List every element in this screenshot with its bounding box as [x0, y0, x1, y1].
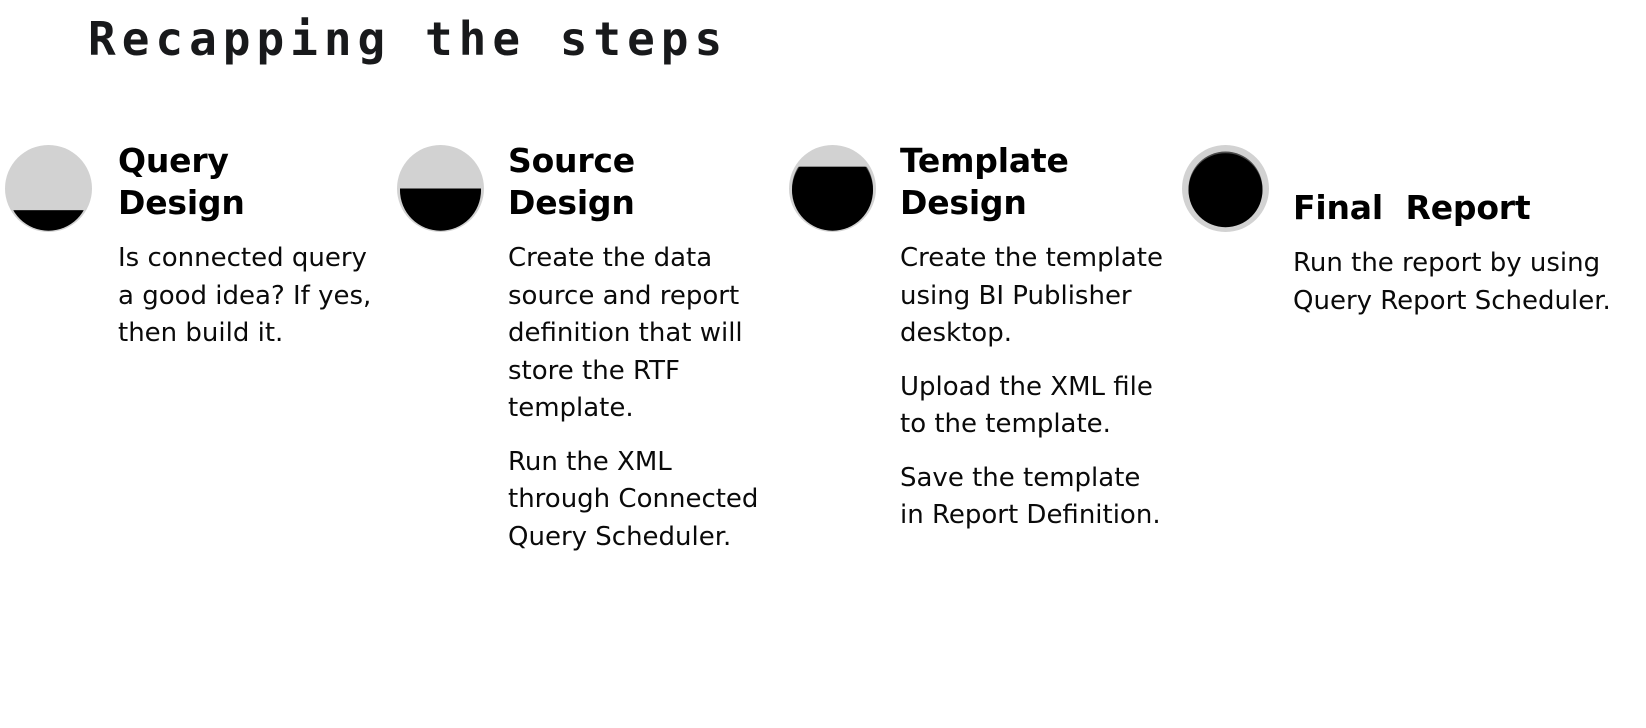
step-heading: Final Report [1293, 188, 1531, 227]
step-item-query-design: Query Design Is connected query a good i… [5, 140, 385, 728]
step-paragraph: Create the template using BI Publisher d… [900, 243, 1163, 349]
step-paragraph: Run the report by using Query Report Sch… [1293, 248, 1611, 316]
step-paragraph: Save the template in Report Definition. [900, 462, 1161, 531]
page-title: Recapping the steps [88, 12, 729, 66]
step-item-template-design: Template Design Create the template usin… [789, 140, 1169, 728]
step-item-source-design: Source Design Create the data source and… [397, 140, 777, 728]
step-item-final-report: Final Report Run the report by using Que… [1182, 140, 1642, 728]
step-body: Source Design Create the data source and… [508, 140, 776, 556]
step-body: Template Design Create the template usin… [900, 140, 1168, 535]
step-heading: Query Design [118, 141, 245, 223]
steps-row: Query Design Is connected query a good i… [0, 140, 1646, 728]
progress-circle-icon [1182, 145, 1269, 232]
step-paragraph: Is connected query a good idea? If yes, … [118, 243, 372, 349]
step-paragraph: Upload the XML file to the template. [900, 371, 1153, 440]
step-paragraph: Run the XML through Connected Query Sche… [508, 446, 759, 552]
progress-circle-icon [789, 145, 876, 232]
step-paragraph: Create the data source and report defini… [508, 243, 743, 424]
progress-circle-icon [5, 145, 92, 232]
progress-circle-icon [397, 145, 484, 232]
step-body: Query Design Is connected query a good i… [118, 140, 380, 353]
step-heading: Source Design [508, 141, 635, 223]
step-body: Final Report Run the report by using Que… [1293, 140, 1638, 320]
step-heading: Template Design [900, 141, 1069, 223]
